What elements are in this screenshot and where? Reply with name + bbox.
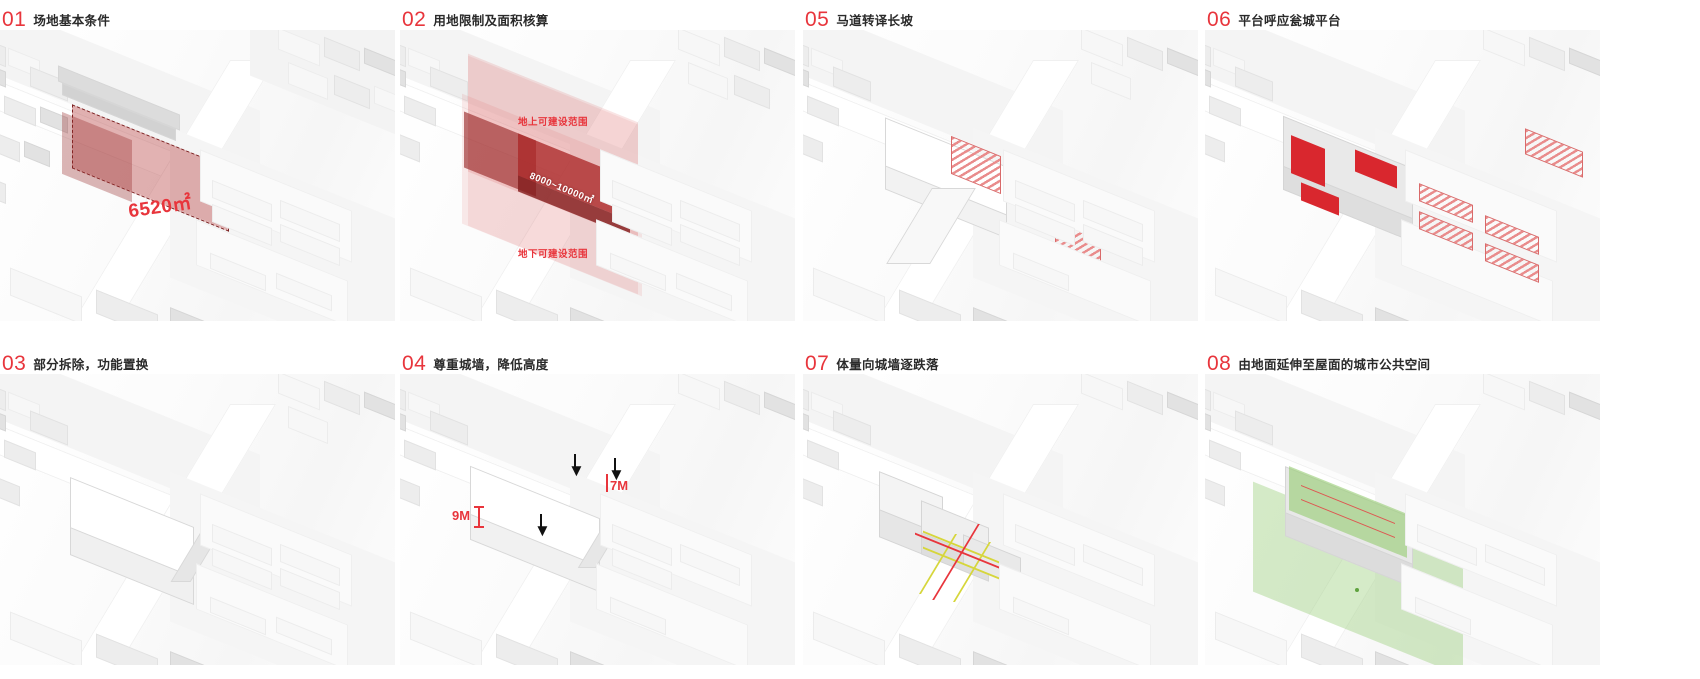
panel-04-header: 04 尊重城墙，降低高度: [400, 348, 795, 374]
panel-02-number: 02: [402, 8, 427, 31]
panel-04-title: 尊重城墙，降低高度: [433, 358, 549, 372]
panel-07-header: 07 体量向城墙逐跌落: [803, 348, 1198, 374]
down-arrow-center: ▼: [534, 521, 551, 540]
panel-08: 08 由地面延伸至屋面的城市公共空间: [1205, 348, 1600, 665]
panel-07-number: 07: [805, 352, 830, 375]
down-arrow-left: ▼: [568, 461, 585, 480]
panel-06-header: 06 平台呼应瓮城平台: [1205, 4, 1600, 30]
above-ground-buildable-label: 地上可建设范围: [518, 117, 589, 128]
height-dim-right-line: [606, 474, 608, 492]
panel-05-title: 马道转译长坡: [836, 14, 914, 28]
panel-08-scene: [1205, 374, 1600, 665]
panel-05: 05 马道转译长坡: [803, 4, 1198, 321]
height-dim-left-tick-top: [474, 506, 484, 508]
below-ground-buildable-label: 地下可建设范围: [518, 249, 589, 260]
panel-04-number: 04: [402, 352, 427, 375]
down-arrow-right: ▼: [608, 465, 625, 484]
panel-03-title: 部分拆除，功能置换: [33, 358, 149, 372]
panel-06: 06 平台呼应瓮城平台: [1205, 4, 1600, 321]
panel-08-title: 由地面延伸至屋面的城市公共空间: [1238, 358, 1431, 372]
panel-02: 02 用地限制及面积核算: [400, 4, 795, 321]
panel-08-header: 08 由地面延伸至屋面的城市公共空间: [1205, 348, 1600, 374]
panel-06-scene: [1205, 30, 1600, 321]
panel-01-title: 场地基本条件: [33, 14, 111, 28]
panel-07-title: 体量向城墙逐跌落: [836, 358, 939, 372]
panel-03-number: 03: [2, 352, 27, 375]
panel-02-title: 用地限制及面积核算: [433, 14, 549, 28]
panel-03-header: 03 部分拆除，功能置换: [0, 348, 395, 374]
panel-01-scene: 6520㎡: [0, 30, 395, 321]
panel-03: 03 部分拆除，功能置换: [0, 348, 395, 665]
panel-07-scene: [803, 374, 1198, 665]
panel-02-scene: 地上可建设范围 8000~10000㎡ 地下可建设范围: [400, 30, 795, 321]
panel-05-scene: [803, 30, 1198, 321]
height-label-right: 7M: [610, 478, 629, 493]
height-label-left: 9M: [452, 508, 471, 523]
panel-05-header: 05 马道转译长坡: [803, 4, 1198, 30]
height-dim-left-line: [478, 506, 480, 528]
down-arrow-center-stem: [540, 514, 542, 528]
panel-06-number: 06: [1207, 8, 1232, 31]
panel-01: 01 场地基本条件: [0, 4, 395, 321]
panel-01-header: 01 场地基本条件: [0, 4, 395, 30]
panel-02-header: 02 用地限制及面积核算: [400, 4, 795, 30]
panel-08-number: 08: [1207, 352, 1232, 375]
panel-01-number: 01: [2, 8, 27, 31]
panel-07: 07 体量向城墙逐跌落: [803, 348, 1198, 665]
panel-04-scene: ▼ ▼ ▼ 9M 7M: [400, 374, 795, 665]
tree-dot: [1355, 588, 1359, 592]
panel-04: 04 尊重城墙，降低高度: [400, 348, 795, 665]
panel-03-scene: [0, 374, 395, 665]
panel-05-number: 05: [805, 8, 830, 31]
panel-06-title: 平台呼应瓮城平台: [1238, 14, 1341, 28]
down-arrow-right-stem: [614, 458, 616, 472]
height-dim-left-tick-bottom: [474, 526, 484, 528]
down-arrow-left-stem: [574, 454, 576, 468]
